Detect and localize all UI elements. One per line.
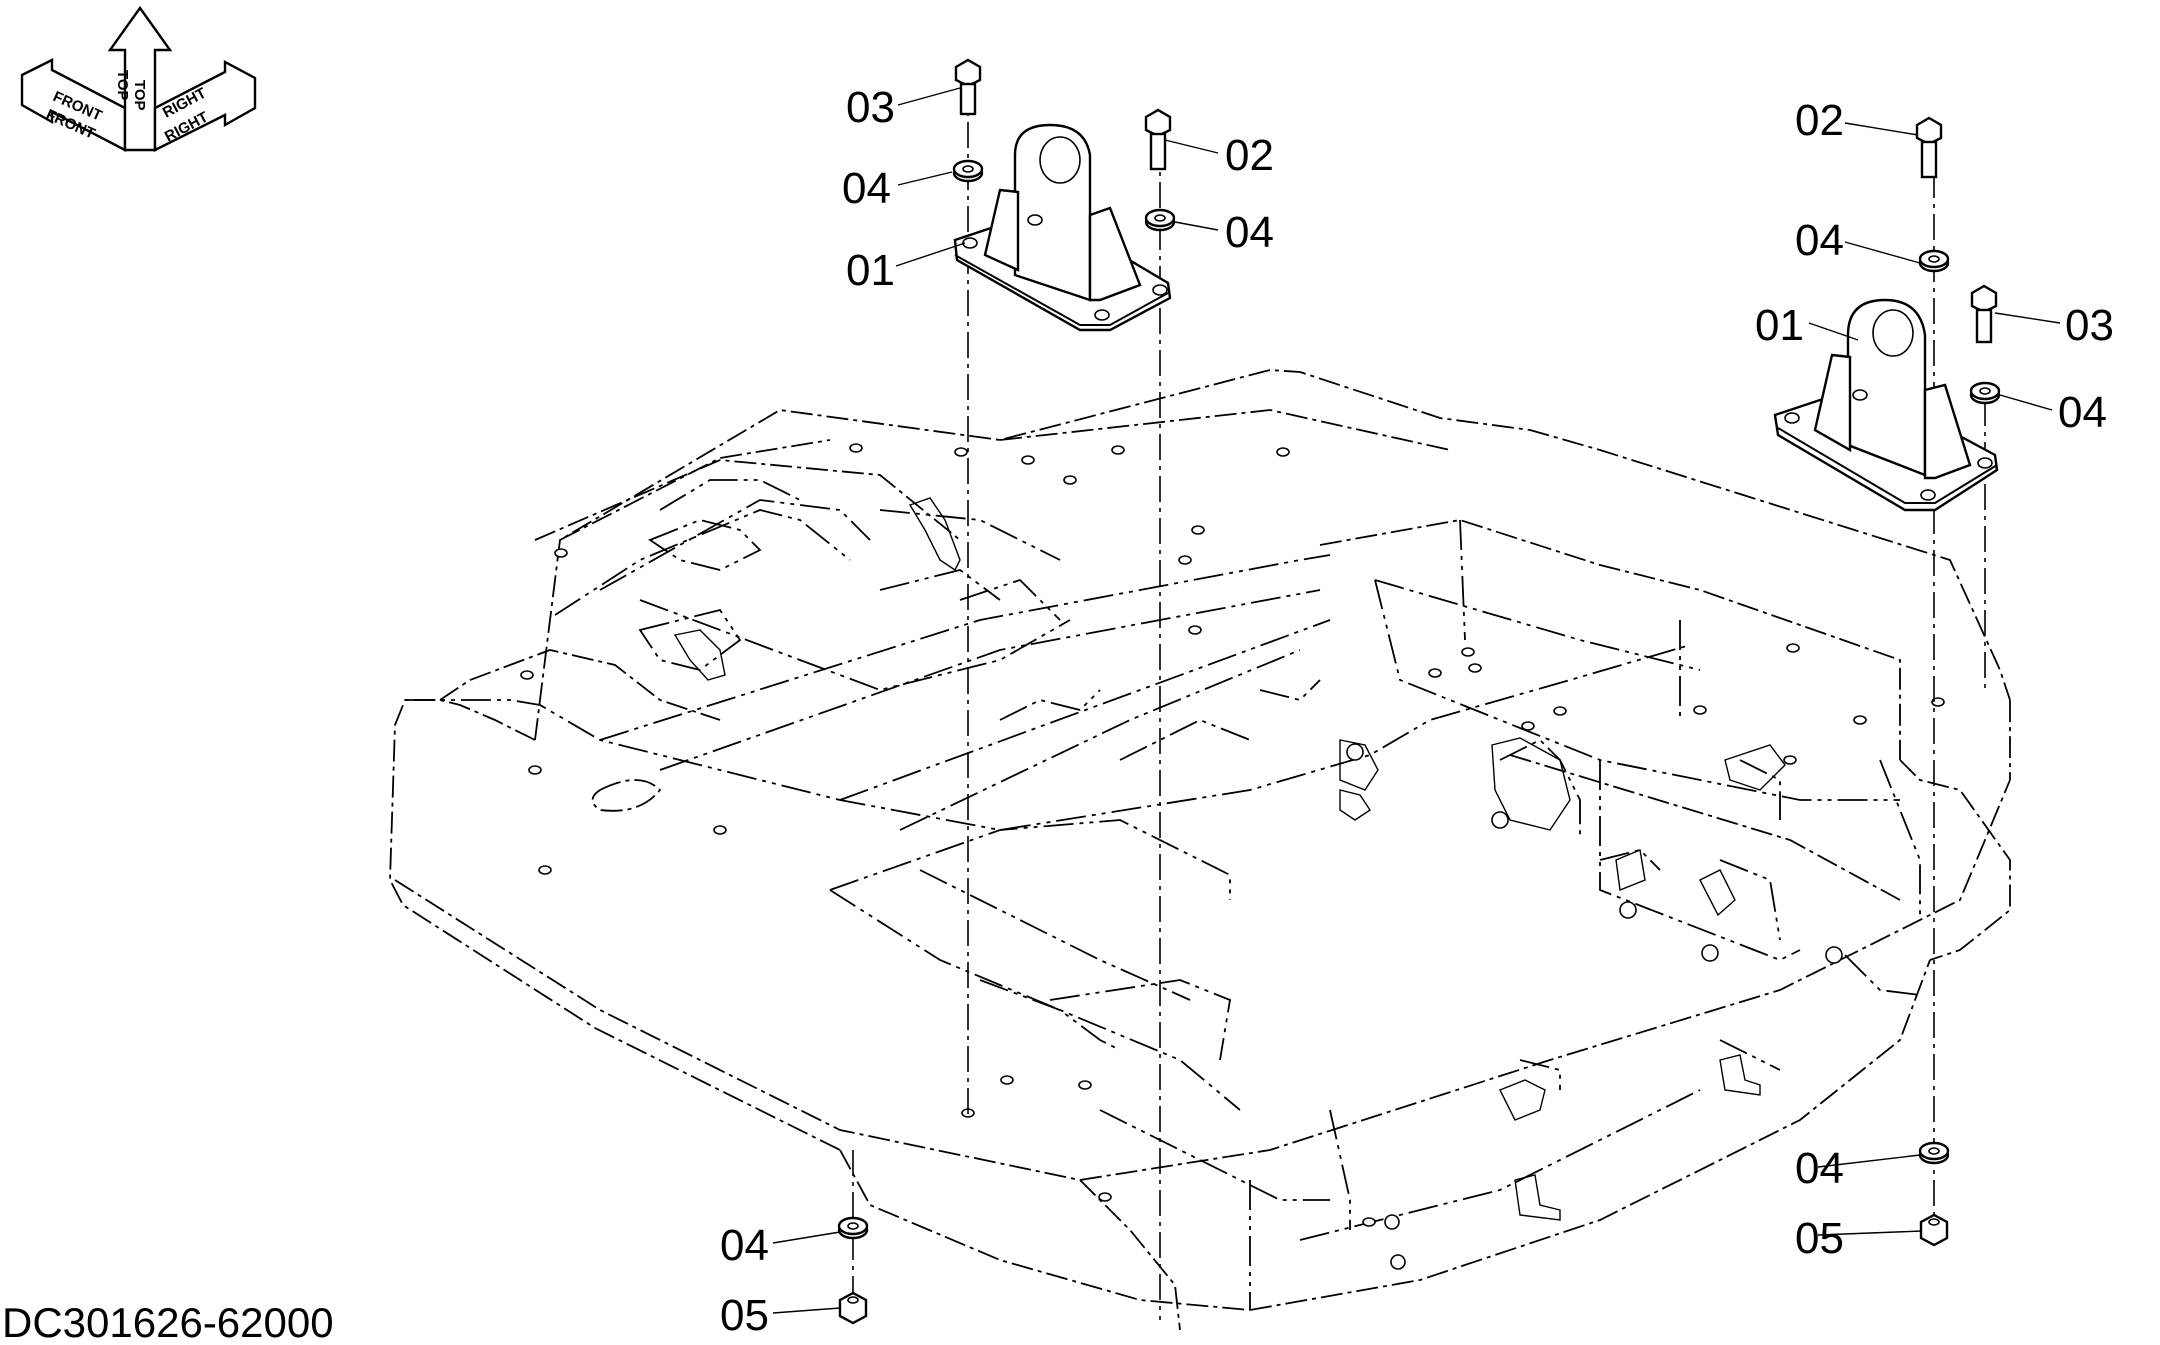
callout-right-bracket-01: 01 <box>1755 301 1804 350</box>
washer-04-bottom-right <box>1918 1141 1950 1165</box>
callout-right-bolt-02: 02 <box>1795 96 1844 145</box>
callout-bottom-left-nut-05: 05 <box>720 1291 769 1340</box>
orientation-top-label-2: TOP <box>114 70 131 101</box>
washer-04-right-side <box>1969 381 2001 405</box>
nut-05-bottom-left <box>838 1291 868 1325</box>
washer-04-bottom-left <box>837 1216 869 1240</box>
callout-left-washer-04: 04 <box>842 164 891 213</box>
right-bracket-assembly <box>1773 116 2001 512</box>
callout-labels: 03 04 01 02 04 02 04 01 03 04 04 05 04 0… <box>720 83 2114 1340</box>
callout-left-washer-04-right: 04 <box>1225 208 1274 257</box>
callout-left-bracket-01: 01 <box>846 246 895 295</box>
callout-bottom-left-washer-04: 04 <box>720 1221 769 1270</box>
callout-right-washer-04-side: 04 <box>2058 388 2107 437</box>
frame-bolt-holes <box>520 443 1945 1265</box>
upper-frame-outline <box>389 369 2011 1331</box>
callout-left-bolt-02: 02 <box>1225 131 1274 180</box>
callout-bottom-right-washer-04: 04 <box>1795 1144 1844 1193</box>
orientation-indicator: FRONT FRONT TOP TOP RIGHT RIGHT <box>20 5 257 152</box>
bottom-right-hardware <box>1918 1141 1950 1247</box>
bracket-01-left <box>953 123 1172 332</box>
bolt-03-right <box>1970 284 1998 344</box>
bottom-left-hardware <box>837 1216 869 1325</box>
leader-lines <box>772 87 2061 1314</box>
bolt-02-left <box>1144 108 1172 171</box>
orientation-top-label: TOP <box>131 80 148 111</box>
left-bracket-assembly <box>952 58 1176 332</box>
callout-right-bolt-03: 03 <box>2065 301 2114 350</box>
bracket-01-right <box>1773 298 1999 512</box>
frame-fittings <box>673 497 1843 1270</box>
document-id: DC301626-62000 <box>2 1299 334 1345</box>
callout-right-washer-04-top: 04 <box>1795 216 1844 265</box>
washer-04-left-right <box>1144 208 1176 232</box>
callout-bottom-right-nut-05: 05 <box>1795 1214 1844 1263</box>
washer-04-right-top <box>1918 249 1950 273</box>
bolt-02-right <box>1915 116 1943 179</box>
bolt-03-left <box>954 58 982 116</box>
nut-05-bottom-right <box>1919 1213 1949 1247</box>
callout-left-bolt-03: 03 <box>846 83 895 132</box>
washer-04-left <box>952 159 984 183</box>
